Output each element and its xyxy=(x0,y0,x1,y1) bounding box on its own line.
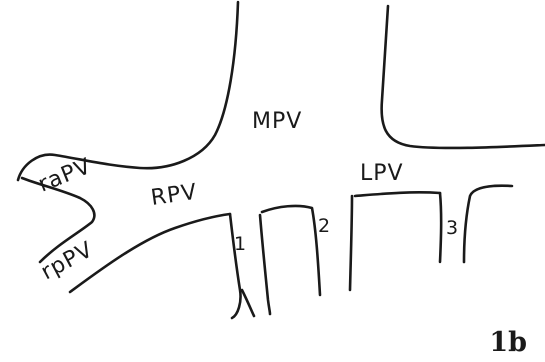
rpv-anterior-wall xyxy=(20,176,96,264)
lpv-lower-wall xyxy=(353,191,442,198)
branch-2-right xyxy=(260,204,322,297)
branch-1-left xyxy=(228,212,242,320)
branch-2-left xyxy=(258,213,272,316)
branch-1-right xyxy=(240,288,256,318)
mpv-left-wall xyxy=(16,0,240,182)
label-branch-3: 3 xyxy=(446,217,458,239)
branch-3-right xyxy=(438,191,443,264)
label-branch-1: 1 xyxy=(234,233,246,255)
label-rpv: RPV xyxy=(149,180,199,211)
label-branch-2: 2 xyxy=(318,215,330,237)
panel-label: 1b xyxy=(489,327,527,358)
rpv-lower-wall xyxy=(68,212,232,294)
label-mpv: MPV xyxy=(252,109,302,134)
label-lpv: LPV xyxy=(360,161,404,186)
branch-3-left xyxy=(348,194,354,292)
right-stub xyxy=(462,184,514,264)
mpv-right-wall xyxy=(380,4,545,150)
